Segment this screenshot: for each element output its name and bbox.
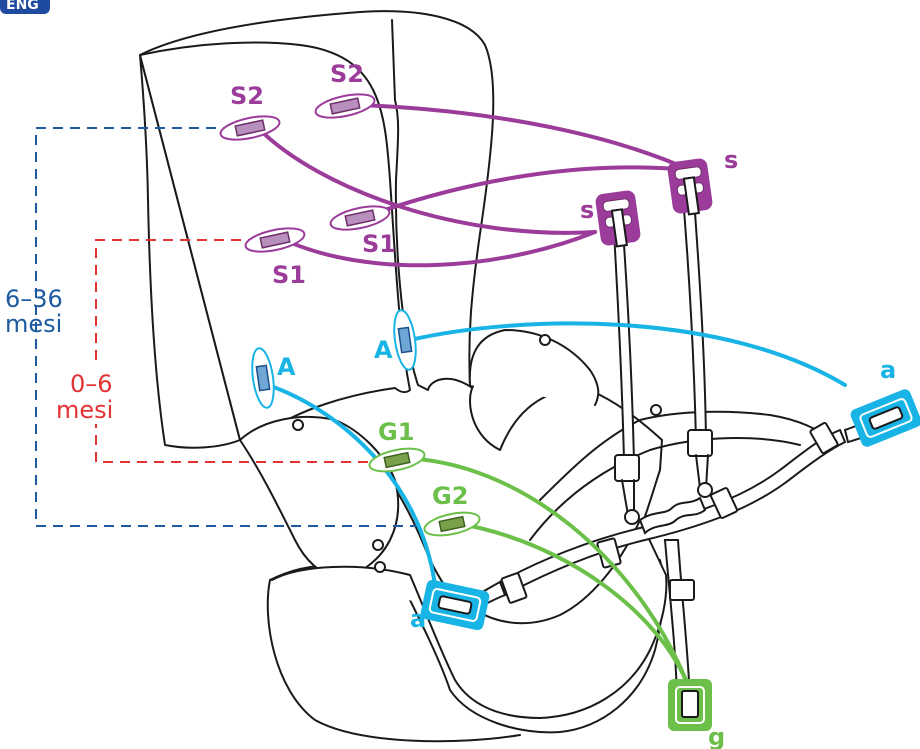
- shell-hole: [374, 561, 386, 573]
- anchor-a-right: [850, 389, 920, 447]
- slot-a-lower: [251, 347, 275, 409]
- slot-g1: [368, 447, 426, 473]
- belt-adjuster: [809, 421, 839, 455]
- slot-a-upper: [393, 309, 417, 371]
- connector-a-lower: [266, 383, 437, 587]
- range-0-6-line: [95, 239, 392, 463]
- shell-hole: [292, 419, 304, 431]
- label-s-left: s: [580, 196, 594, 224]
- label-g1: G1: [378, 418, 414, 446]
- shell-hole: [650, 404, 662, 416]
- labels: S2 S2 S1 S1 s s A A a a G1 G2 g: [230, 60, 896, 749]
- anchor-a-left: [420, 579, 490, 631]
- slot-s1-upper: [329, 205, 391, 231]
- connector-g2: [453, 521, 692, 692]
- groin-connectors: [398, 456, 692, 692]
- shell-hole: [372, 539, 384, 551]
- buckle-link-left: [621, 479, 635, 516]
- anchor-g: [668, 679, 712, 731]
- buckle-ring-right: [697, 482, 713, 498]
- buckle-twist: [638, 496, 707, 535]
- seat-cushion-edge: [529, 437, 801, 541]
- belt-adjuster: [710, 487, 738, 519]
- range-0-6-label-1: 0–6: [70, 370, 113, 398]
- label-a-left: a: [410, 605, 426, 633]
- arm-connectors: [266, 321, 847, 587]
- range-0-6-bracket: 0–6 mesi: [50, 239, 392, 463]
- slot-g2: [423, 511, 481, 537]
- label-g2: G2: [432, 482, 468, 510]
- corner-badge-text: ENG: [6, 0, 39, 13]
- label-s-right: s: [724, 146, 738, 174]
- seat-cushion: [539, 410, 831, 501]
- connector-g1: [398, 456, 692, 692]
- connector-s1-lower: [278, 230, 597, 268]
- buckle-tongue-left: [614, 454, 640, 482]
- label-a-lower: A: [277, 353, 296, 381]
- backrest: [139, 10, 495, 449]
- label-s2-lower: S2: [230, 82, 264, 110]
- buckle-ring-left: [624, 509, 640, 525]
- label-a-right: a: [880, 356, 896, 384]
- belt-adjuster: [500, 572, 528, 604]
- corner-badge: ENG: [0, 0, 50, 14]
- connector-s2-upper: [358, 103, 692, 172]
- buckle-tongue-right: [687, 429, 713, 457]
- shoulder-strap-right: [680, 184, 708, 441]
- label-s1-lower: S1: [272, 261, 306, 289]
- label-a-upper: A: [374, 336, 393, 364]
- slot-s1-lower: [244, 227, 306, 253]
- connector-a-upper: [408, 321, 847, 387]
- slot-s2-upper: [314, 93, 376, 119]
- anchor-s-right: [667, 158, 713, 216]
- slots: [219, 93, 481, 537]
- shoulder-connectors: [256, 103, 692, 268]
- range-6-36-line: [35, 127, 445, 527]
- label-g: g: [708, 723, 725, 749]
- range-6-36-label-1: 6–36: [5, 285, 63, 313]
- slot-s2-lower: [219, 115, 281, 141]
- shell-hole: [539, 334, 551, 346]
- lap-belt: [498, 428, 847, 597]
- range-6-36-label-2: mesi: [5, 310, 62, 338]
- connector-s1-upper: [368, 165, 692, 217]
- anchor-s-left: [595, 190, 641, 248]
- label-s1-upper: S1: [362, 230, 396, 258]
- label-s2-upper: S2: [330, 60, 364, 88]
- range-0-6-label-2: mesi: [56, 396, 113, 424]
- range-6-36-bracket: 6–36 mesi: [5, 127, 445, 527]
- crotch-adjuster: [669, 579, 695, 601]
